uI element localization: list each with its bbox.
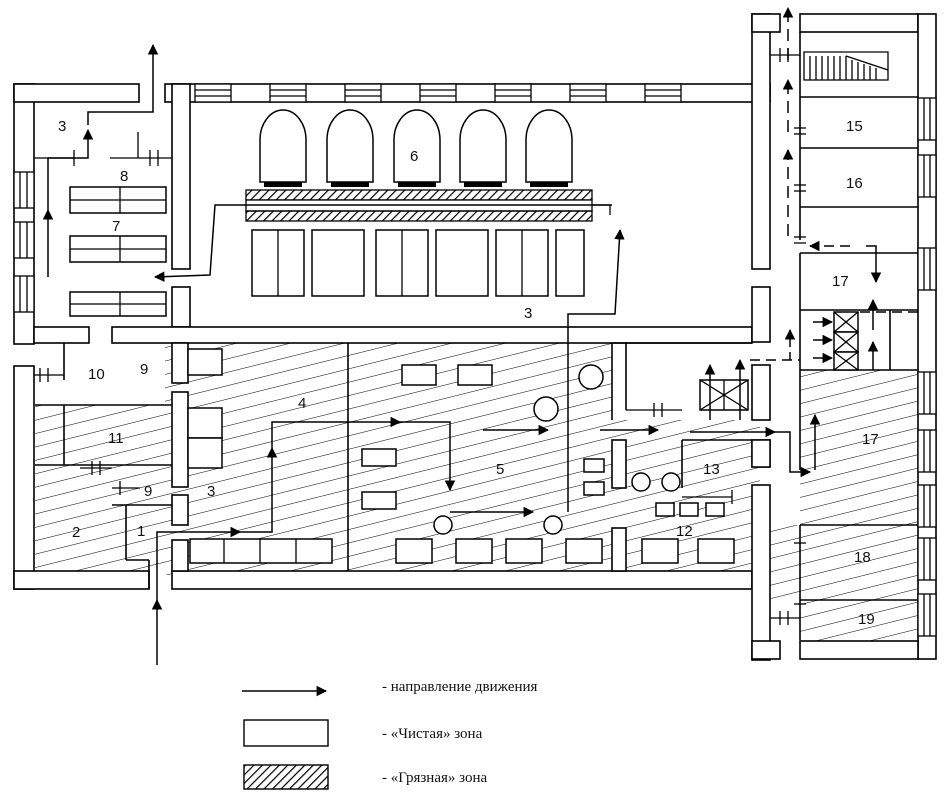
room-label-9: 9 (144, 483, 152, 500)
room-label-3: 3 (207, 483, 215, 500)
dirty-zone (35, 340, 918, 645)
room-label-9: 9 (140, 361, 148, 378)
room-label-1: 1 (137, 523, 145, 540)
room-label-4: 4 (298, 395, 306, 412)
movement-arrows (42, 6, 918, 665)
ovens (259, 109, 573, 187)
room-10-area (35, 340, 165, 405)
legend-clean-swatch (243, 719, 329, 747)
room-label-8: 8 (120, 168, 128, 185)
legend-dirty-swatch (243, 764, 329, 790)
room-label-11: 11 (108, 430, 124, 447)
room-label-2: 2 (72, 524, 80, 541)
legend-dirty-text: - «Грязная» зона (382, 770, 487, 786)
room-label-18: 18 (854, 549, 871, 566)
room-label-15: 15 (846, 118, 863, 135)
room-label-5: 5 (496, 461, 504, 478)
room-label-13: 13 (703, 461, 720, 478)
room-label-19: 19 (858, 611, 875, 628)
proofing-cabinets (251, 229, 585, 297)
room-labels: 3 8 7 6 3 10 9 4 11 9 3 2 1 5 13 12 15 1… (58, 118, 879, 628)
room-label-12: 12 (676, 523, 693, 540)
room-label-3: 3 (58, 118, 66, 135)
storage-racks (69, 186, 167, 317)
doors (34, 48, 806, 625)
legend: - направление движения - «Чистая» зона -… (242, 679, 538, 790)
stairs (803, 51, 889, 81)
room-label-10: 10 (88, 366, 105, 383)
room-label-17: 17 (862, 431, 879, 448)
legend-arrow-text: - направление движения (382, 679, 538, 695)
room-label-7: 7 (112, 218, 120, 235)
legend-clean-text: - «Чистая» зона (382, 726, 483, 742)
production-equipment (187, 348, 771, 564)
room-label-17: 17 (832, 273, 849, 290)
walls (13, 13, 937, 661)
interior-partitions (35, 32, 918, 640)
windows (13, 83, 937, 637)
room-label-3: 3 (524, 305, 532, 322)
room-label-16: 16 (846, 175, 863, 192)
room-label-6: 6 (410, 148, 418, 165)
